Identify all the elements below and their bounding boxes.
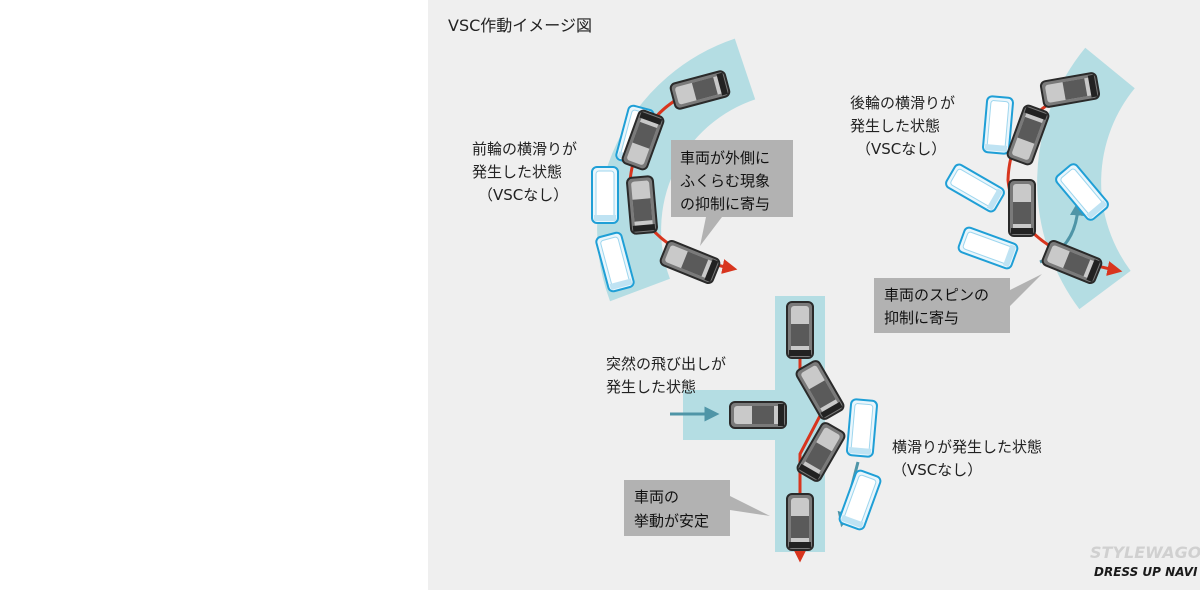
rear-ghost-car-2 [943,161,1007,215]
sudden-car-4 [786,493,814,551]
front-label: 前輪の横滑りが 発生した状態 （VSCなし） [472,140,582,204]
front-callout-box [671,140,793,246]
sudden-label: 突然の飛び出しが 発生した状態 [606,355,731,396]
diagram-title: VSC作動イメージ図 [448,16,592,35]
rear-car-3 [1008,179,1036,237]
sudden-ghost-car-1 [845,397,879,459]
logo-line-2: DRESS UP NAVI [1094,565,1198,579]
logo-line-1: STYLEWAGON [1090,543,1200,562]
sudden-obstacle-scenario: 突然の飛び出しが 発生した状態 横滑りが発生した状態 （VSCなし） 車両の 挙… [606,296,1047,563]
crossing-car [729,401,787,429]
front-skid-scenario: 前輪の横滑りが 発生した状態 （VSCなし） 車両が外側に ふくらむ現象 の抑制… [472,38,793,302]
rear-callout-text: 車両のスピンの 抑制に寄与 [884,286,994,327]
skid-label: 横滑りが発生した状態 （VSCなし） [892,438,1047,479]
sudden-callout-box [624,480,770,536]
watermark-logo: STYLEWAGON DRESS UP NAVI [1090,543,1200,579]
rear-callout-box [874,274,1042,333]
rear-skid-scenario: 後輪の横滑りが 発生した状態 （VSCなし） 車両のスピンの 抑制に寄与 [850,47,1136,333]
sudden-ghost-car-2 [837,468,883,532]
sudden-car-1 [786,301,814,359]
rear-ghost-car-1 [981,94,1015,156]
sudden-callout-text: 車両の 挙動が安定 [634,488,709,530]
front-callout-text: 車両が外側に ふくらむ現象 の抑制に寄与 [680,149,775,213]
front-car-3 [625,174,659,236]
front-ghost-car-2 [591,166,619,224]
rear-label: 後輪の横滑りが 発生した状態 （VSCなし） [850,94,960,158]
